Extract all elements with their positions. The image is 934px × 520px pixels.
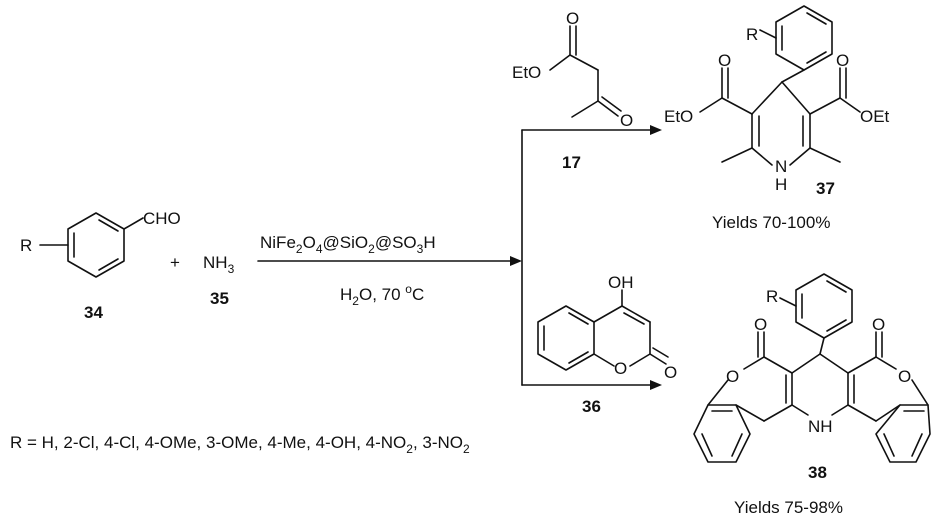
substituent-r-37: R [746,25,758,44]
r-group-definition: R = H, 2-Cl, 4-Cl, 4-OMe, 3-OMe, 4-Me, 4… [10,433,470,456]
conditions-label: H2O, 70 oC [340,282,424,308]
nitrogen-37: N [775,157,787,176]
plus-sign: + [170,253,180,272]
ester-carbonyl-o-17: O [566,9,579,28]
yield-38: Yields 75-98% [734,498,843,517]
bis-coumarin-pyridine-structure [693,273,931,463]
compound-number-36: 36 [582,397,601,416]
benzaldehyde-structure [39,212,144,278]
carbonyl-o-left-38: O [754,315,767,334]
carbonyl-o-right-38: O [872,315,885,334]
nh-label-38: NH [808,417,833,436]
hydrogen-37: H [775,175,787,194]
ethoxy-right-37: OEt [860,107,890,126]
substituent-r-38: R [766,287,778,306]
yield-37: Yields 70-100% [712,213,830,232]
aldehyde-label: CHO [143,209,181,228]
catalyst-label: NiFe2O4@SiO2@SO3H [260,233,436,256]
ester-o-left-37: O [718,51,731,70]
ethyl-acetoacetate-structure [549,25,622,118]
compound-number-17: 17 [562,153,581,172]
compound-number-35: 35 [210,289,229,308]
ring-o-left-38: O [726,367,739,386]
dihydropyridine-structure [699,5,861,166]
ketone-o-17: O [620,111,633,130]
reaction-arrows [257,125,662,390]
hydroxycoumarin-structure [537,289,669,371]
hydroxyl-label-36: OH [608,273,634,292]
substituent-r-34: R [20,236,32,255]
ammonia-formula: NH3 [203,253,235,276]
carbonyl-o-36: O [664,363,677,382]
ester-o-right-37: O [836,51,849,70]
ethoxy-left-37: EtO [664,107,693,126]
ring-o-36: O [614,359,627,378]
compound-number-38: 38 [808,463,827,482]
compound-number-34: 34 [84,303,103,322]
ring-o-right-38: O [898,367,911,386]
ethoxy-label-17: EtO [512,63,541,82]
compound-number-37: 37 [816,179,835,198]
